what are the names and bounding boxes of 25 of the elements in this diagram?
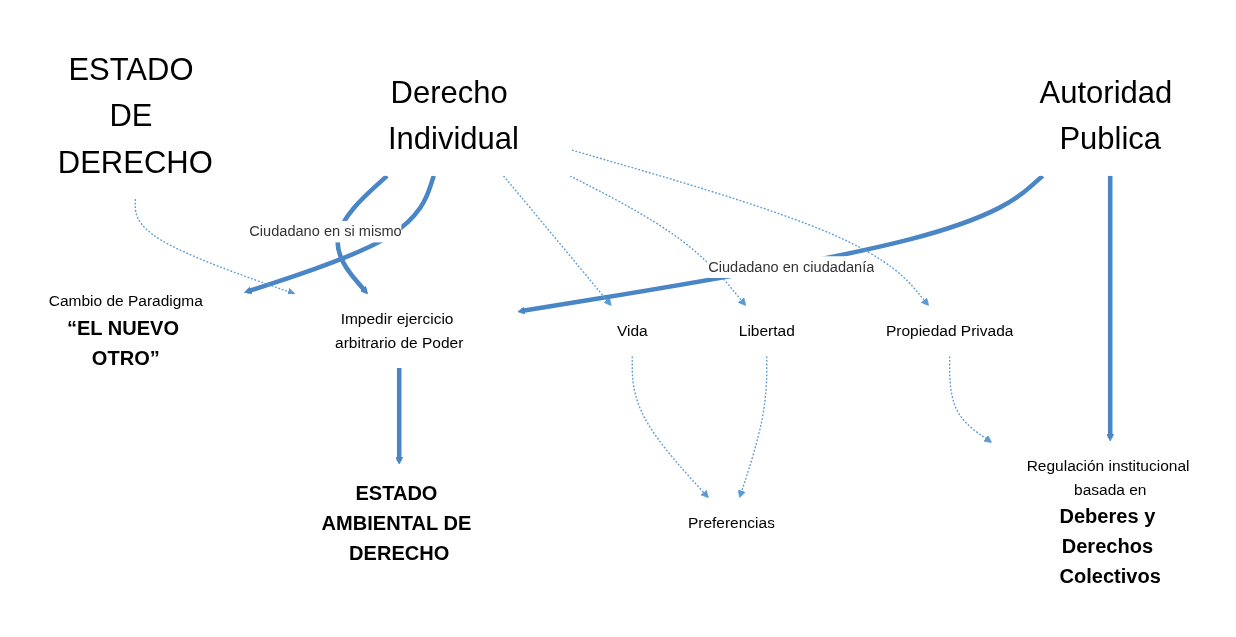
node-text: Impedir ejercicio arbitrario de Poder bbox=[335, 310, 464, 351]
node-text: Libertad bbox=[738, 321, 795, 340]
node-text: Autoridad Publica bbox=[1039, 74, 1173, 156]
arrow bbox=[395, 367, 404, 465]
node-text: Regulación institucional basada en Deberes y Derechos Colectivos bbox=[1026, 457, 1190, 588]
arrow bbox=[631, 355, 709, 498]
arrow bbox=[243, 174, 436, 294]
arrow bbox=[335, 173, 389, 295]
arrow bbox=[569, 174, 747, 306]
node-text: ESTADO AMBIENTAL DE DERECHO bbox=[321, 481, 472, 565]
node-text: Propiedad Privada bbox=[885, 321, 1014, 340]
arrow bbox=[1106, 175, 1115, 442]
arrow bbox=[502, 174, 612, 306]
node-text: Derecho Individual bbox=[387, 74, 519, 156]
arrow bbox=[134, 198, 296, 296]
node-text: Vida bbox=[616, 321, 648, 340]
node-text: Preferencias bbox=[687, 514, 775, 532]
arrow bbox=[571, 149, 930, 306]
node-text: ESTADO DE DERECHO bbox=[57, 51, 213, 179]
arrow bbox=[738, 355, 768, 498]
node-text: Cambio de Paradigma “EL NUEVO OTRO” bbox=[48, 291, 203, 369]
arrow bbox=[948, 355, 993, 443]
edge-label: Ciudadano en si mismo bbox=[249, 223, 402, 239]
arrow bbox=[517, 173, 1045, 315]
edge-label: Ciudadano en ciudadanía bbox=[708, 258, 875, 275]
